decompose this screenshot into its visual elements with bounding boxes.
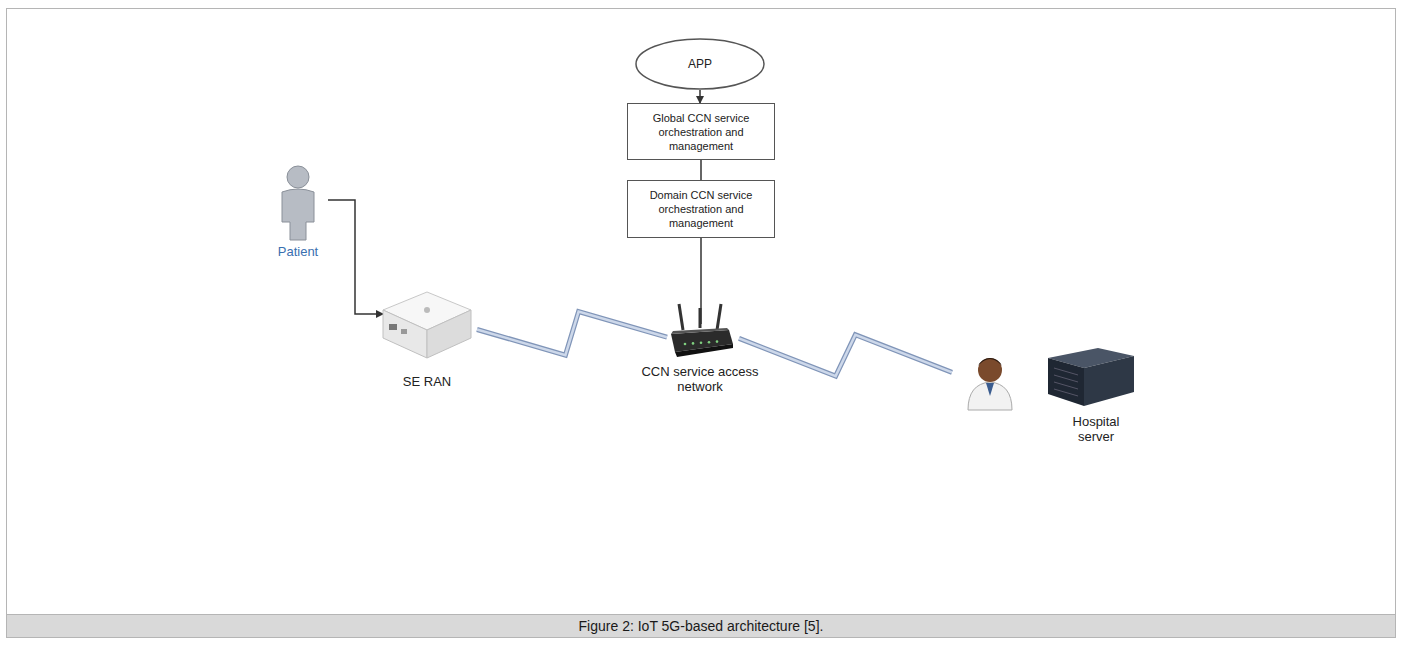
connector (739, 335, 952, 376)
node-label: CCN service access network (620, 364, 780, 394)
caption-band: Figure 2: IoT 5G-based architecture [5]. (6, 614, 1396, 638)
wireless-link-outline (477, 312, 667, 356)
hospital-node: Hospital server (958, 340, 1138, 444)
connector-line (699, 90, 701, 103)
wireless-link (739, 335, 952, 376)
process-box: Domain CCN service orchestration and man… (627, 180, 775, 238)
connector (701, 160, 702, 180)
node-label: Hospital server (1058, 414, 1134, 444)
connector (328, 200, 383, 314)
node-label: Global CCN service orchestration and man… (636, 111, 766, 153)
connector-line (700, 160, 702, 180)
node-label: Domain CCN service orchestration and man… (636, 188, 766, 230)
se-ran-node: SE RAN (365, 280, 475, 389)
patient-icon (268, 162, 338, 242)
figure-caption: Figure 2: IoT 5G-based architecture [5]. (7, 615, 1395, 637)
app-ellipse: APP (635, 38, 765, 90)
patient-node: Patient (268, 162, 338, 259)
connector (477, 312, 667, 356)
node-label: APP (635, 38, 765, 90)
access-network-node: CCN service access network (620, 300, 780, 394)
connector-line (328, 200, 383, 314)
se-ran-device (365, 280, 475, 370)
node-label: SE RAN (379, 374, 475, 389)
wireless-link (477, 312, 667, 356)
process-box: Global CCN service orchestration and man… (627, 103, 775, 160)
node-label: Patient (268, 244, 328, 259)
router-icon (665, 300, 735, 362)
connector (700, 90, 701, 103)
doctor-server-icon (958, 340, 1138, 412)
wireless-link-outline (739, 335, 952, 376)
